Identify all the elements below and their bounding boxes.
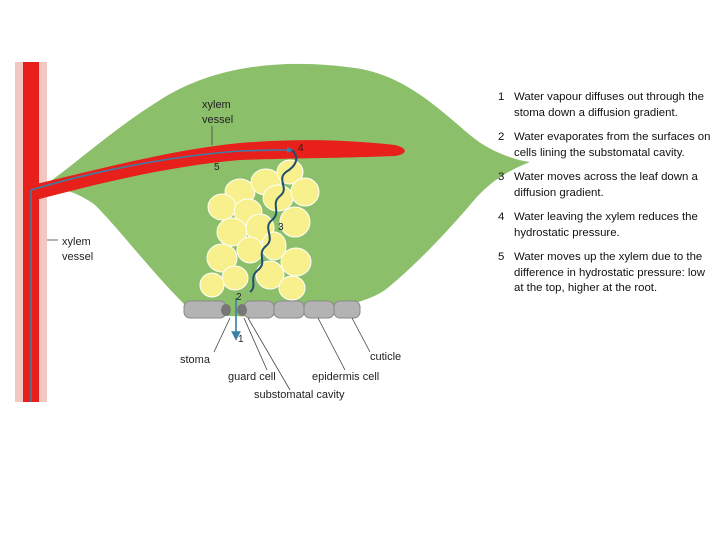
guard-cell-right: [237, 304, 247, 316]
leader-lines: [47, 126, 371, 391]
step-number: 1: [498, 91, 505, 103]
step-text: Water moves across the leaf down a diffu…: [514, 171, 698, 199]
step-item-2: 2 Water evaporates from the surfaces on …: [498, 130, 716, 161]
step-text: Water moves up the xylem due to the diff…: [514, 251, 705, 294]
path-number-3: 3: [278, 222, 284, 233]
substomatal-cavity-label: substomatal cavity: [254, 389, 345, 401]
xylem-flow-arrow: [287, 147, 294, 153]
step-text: Water evaporates from the surfaces on ce…: [514, 131, 711, 159]
step-item-3: 3 Water moves across the leaf down a dif…: [498, 170, 716, 201]
step-list: 1 Water vapour diffuses out through the …: [498, 90, 716, 306]
stoma-label: stoma: [180, 354, 211, 366]
step-number: 3: [498, 171, 505, 183]
path-number-4: 4: [298, 143, 304, 154]
xylem-vessel-top-label: xylem vessel: [202, 99, 234, 126]
step-number: 4: [498, 211, 505, 223]
path-number-2: 2: [236, 292, 242, 303]
step-text: Water vapour diffuses out through the st…: [514, 91, 704, 119]
path-number-5: 5: [214, 162, 220, 173]
xylem-water-path: [30, 149, 291, 402]
step-number: 5: [498, 251, 505, 263]
step-item-1: 1 Water vapour diffuses out through the …: [498, 90, 716, 121]
path-number-1: 1: [238, 334, 244, 345]
guard-cell-label: guard cell: [228, 371, 276, 383]
step-item-5: 5 Water moves up the xylem due to the di…: [498, 250, 716, 297]
leaf-vein-xylem: [28, 140, 405, 200]
step-number: 2: [498, 131, 505, 143]
guard-cell-left: [221, 304, 231, 316]
lower-epidermis: [183, 300, 361, 319]
mesophyll-cells: [199, 159, 320, 301]
step-item-4: 4 Water leaving the xylem reduces the hy…: [498, 210, 716, 241]
epidermis-cell-label: epidermis cell: [312, 371, 379, 383]
step-text: Water leaving the xylem reduces the hydr…: [514, 211, 698, 239]
cuticle-label: cuticle: [370, 351, 401, 363]
mesophyll-water-path: [249, 149, 298, 293]
xylem-vessel-left-label: xylem vessel: [62, 236, 94, 263]
